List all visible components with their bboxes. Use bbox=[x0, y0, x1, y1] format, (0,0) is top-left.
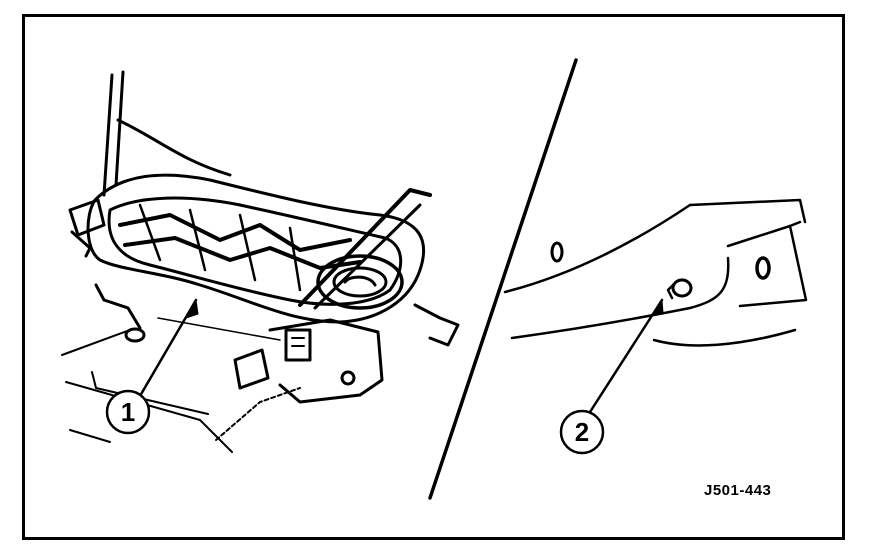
callout-2-label: 2 bbox=[575, 417, 589, 447]
seat-frame-assembly bbox=[61, 70, 460, 453]
figure-code: J501-443 bbox=[704, 482, 772, 499]
panel-divider bbox=[428, 58, 578, 500]
callout-2: 2 bbox=[559, 298, 664, 455]
mounting-panel bbox=[503, 198, 808, 347]
callout-1: 1 bbox=[105, 298, 199, 435]
figure-frame bbox=[22, 14, 845, 540]
callout-1-label: 1 bbox=[121, 397, 135, 427]
